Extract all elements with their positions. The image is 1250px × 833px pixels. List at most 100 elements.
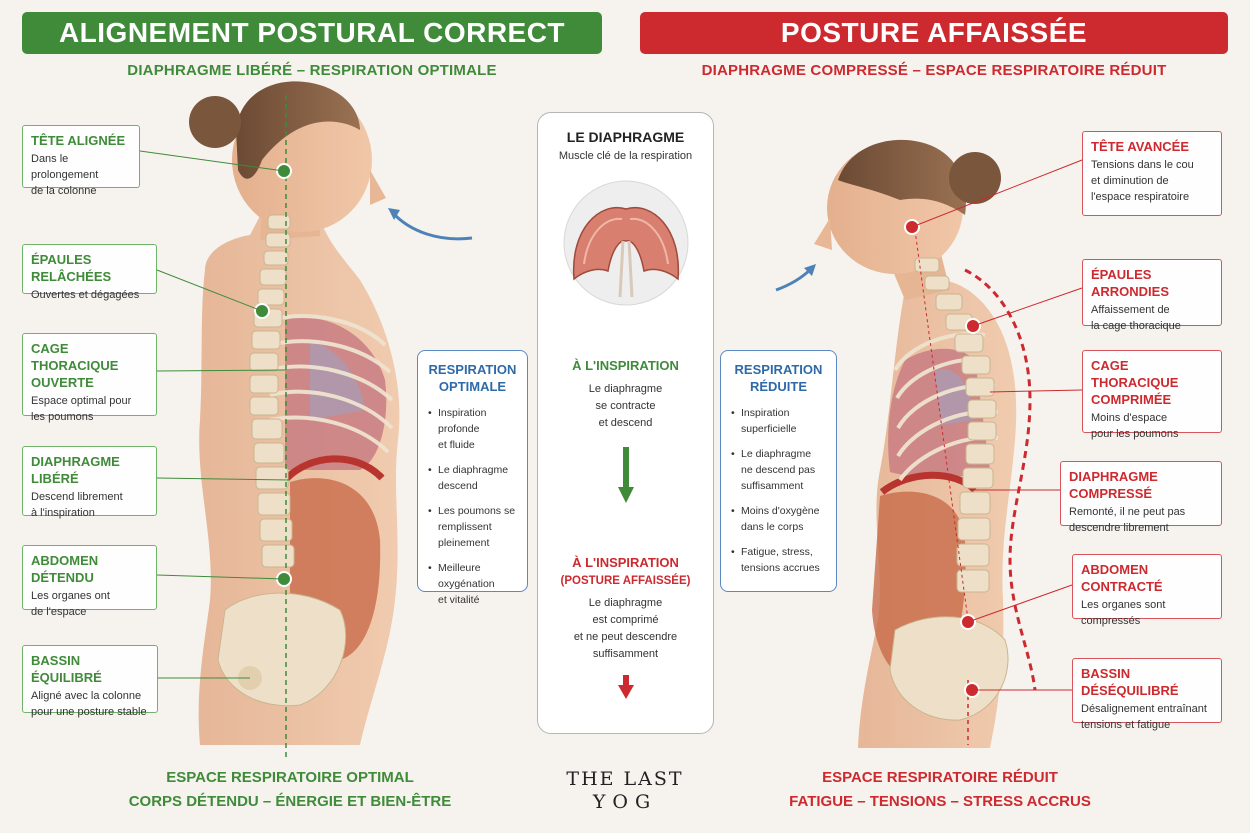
callout-desc: Aligné avec la colonne — [31, 690, 142, 702]
callout-desc: pour une posture stable — [31, 706, 147, 718]
left-ribs — [269, 314, 394, 454]
callout-abdomen-contracted: ABDOMEN CONTRACTÉ Les organes sont compr… — [1072, 554, 1222, 627]
callout-head-aligned: TÊTE ALIGNÉE Dans le prolongement de la … — [22, 125, 140, 197]
callout-desc: Moins d'espace — [1091, 412, 1168, 424]
callout-shoulders-relaxed: ÉPAULES RELÂCHÉES Ouvertes et dégagées — [22, 244, 157, 301]
left-footer: ESPACE RESPIRATOIRE OPTIMAL CORPS DÉTEND… — [128, 769, 452, 810]
diaphragm-panel: LE DIAPHRAGME Muscle clé de la respirati… — [537, 112, 714, 734]
callout-desc: Ouvertes et dégagées — [31, 289, 140, 301]
info-title: OPTIMALE — [438, 379, 507, 394]
brand-logo: THE LAST YOG — [566, 768, 684, 813]
callout-desc: de l'espace — [31, 606, 87, 618]
inhalation-heading: À L'INSPIRATION — [572, 358, 679, 373]
left-diaphragm — [284, 455, 385, 481]
callout-desc: Les organes sont — [1081, 599, 1166, 611]
callout-desc: Espace optimal pour — [31, 395, 132, 407]
right-footer: ESPACE RESPIRATOIRE RÉDUIT FATIGUE – TEN… — [789, 769, 1091, 810]
right-nose — [814, 218, 832, 250]
callout-title: BASSIN DÉSÉQUILIBRÉ — [1081, 666, 1179, 698]
callout-shoulders-rounded: ÉPAULES ARRONDIES Affaissement de la cag… — [1082, 259, 1222, 332]
info-title: RESPIRATION — [428, 362, 517, 377]
callout-desc: Affaissement de — [1091, 304, 1170, 316]
info-item: Inspiration superficielle — [731, 405, 826, 437]
callout-desc: les poumons — [31, 411, 94, 423]
callout-title: TÊTE AVANCÉE — [1091, 139, 1189, 154]
reduced-breathing-box: RESPIRATION RÉDUITE Inspiration superfic… — [720, 350, 837, 592]
callout-desc: descendre librement — [1069, 522, 1169, 534]
callout-desc: tensions et fatigue — [1081, 719, 1171, 731]
slouched-inhalation-heading: À L'INSPIRATION (POSTURE AFFAISSÉE) — [560, 555, 691, 587]
callout-pelvis-balanced: BASSIN ÉQUILIBRÉ Aligné avec la colonne … — [22, 645, 158, 718]
callout-title: ÉPAULES ARRONDIES — [1091, 267, 1170, 299]
callout-title: CAGE THORACIQUE — [31, 341, 119, 373]
callout-title: ABDOMEN DÉTENDU — [31, 553, 99, 585]
left-hair-bun — [189, 96, 241, 148]
callout-desc: pour les poumons — [1091, 428, 1179, 440]
callout-title: ÉPAULES RELÂCHÉES — [31, 252, 112, 284]
callout-diaphragm-compressed: DIAPHRAGME COMPRESSÉ Remonté, il ne peut… — [1060, 461, 1222, 534]
slouched-inhalation-body: Le diaphragme est comprimé et ne peut de… — [573, 597, 678, 660]
callout-title: DIAPHRAGME COMPRESSÉ — [1069, 469, 1158, 501]
inhalation-body: Le diaphragme se contracte et descend — [588, 383, 663, 429]
right-lung-highlight — [935, 369, 975, 425]
down-arrow-green-icon — [618, 447, 634, 503]
callout-title: ABDOMEN CONTRACTÉ — [1081, 562, 1163, 594]
info-title: RESPIRATION — [734, 362, 823, 377]
info-title: RÉDUITE — [749, 379, 808, 394]
right-banner: POSTURE AFFAISSÉE — [640, 12, 1228, 54]
callout-desc: Descend librement — [31, 491, 123, 503]
right-leader-lines — [911, 159, 1083, 691]
info-item: Fatigue, stress,tensions accrues — [731, 544, 826, 576]
diaphragm-illustration — [563, 180, 689, 306]
callout-ribcage-open: CAGE THORACIQUE OUVERTE Espace optimal p… — [22, 333, 157, 423]
optimal-breathing-box: RESPIRATION OPTIMALE Inspiration profond… — [417, 350, 528, 606]
callout-title: OUVERTE — [31, 375, 94, 390]
info-list: Inspiration superficielle Le diaphragmen… — [731, 405, 826, 576]
callout-head-forward: TÊTE AVANCÉE Tensions dans le cou et dim… — [1082, 131, 1222, 216]
callout-title: TÊTE ALIGNÉE — [31, 133, 126, 148]
right-breath-arrow — [775, 266, 814, 292]
right-subtitle: DIAPHRAGME COMPRESSÉ – ESPACE RESPIRATOI… — [701, 62, 1167, 79]
right-breath-arrowhead — [804, 264, 816, 276]
right-hair — [838, 139, 966, 215]
left-breath-arrow — [390, 210, 473, 241]
diaphragm-title: LE DIAPHRAGME — [566, 129, 685, 145]
left-subtitle: DIAPHRAGME LIBÉRÉ – RESPIRATION OPTIMALE — [127, 62, 497, 79]
callout-title: BASSIN ÉQUILIBRÉ — [31, 653, 102, 685]
callout-desc: Tensions dans le cou — [1091, 159, 1194, 171]
right-hair-bun — [949, 152, 1001, 204]
callout-abdomen-relaxed: ABDOMEN DÉTENDU Les organes ont de l'esp… — [22, 545, 157, 618]
callout-desc: l'espace respiratoire — [1091, 191, 1190, 203]
diaphragm-subtitle: Muscle clé de la respiration — [558, 150, 693, 162]
left-spine — [249, 214, 295, 568]
callout-pelvis-unbalanced: BASSIN DÉSÉQUILIBRÉ Désalignement entraî… — [1072, 658, 1222, 731]
callout-diaphragm-free: DIAPHRAGME LIBÉRÉ Descend librement à l'… — [22, 446, 157, 519]
left-leader-lines — [139, 150, 291, 679]
left-banner: ALIGNEMENT POSTURAL CORRECT — [22, 12, 602, 54]
callout-desc: compressés — [1081, 615, 1141, 627]
right-curvature-line — [964, 268, 1037, 691]
right-figure — [775, 139, 1083, 748]
callout-desc: Remonté, il ne peut pas — [1069, 506, 1186, 518]
callout-desc: Désalignement entraînant — [1081, 703, 1207, 715]
left-nose — [370, 170, 386, 205]
callout-title: DIAPHRAGME LIBÉRÉ — [31, 454, 120, 486]
left-hair — [236, 81, 360, 179]
callout-ribcage-compressed: CAGE THORACIQUE COMPRIMÉE Moins d'espace… — [1082, 350, 1222, 440]
callout-title: COMPRIMÉE — [1091, 392, 1172, 407]
callout-desc: la cage thoracique — [1091, 320, 1181, 332]
left-breath-arrowhead — [388, 208, 400, 220]
callout-desc: et diminution de — [1091, 175, 1169, 187]
callout-desc: Les organes ont — [31, 590, 110, 602]
callout-desc: à l'inspiration — [31, 507, 95, 519]
left-figure — [139, 81, 473, 760]
callout-desc: Dans le prolongement — [31, 153, 99, 181]
